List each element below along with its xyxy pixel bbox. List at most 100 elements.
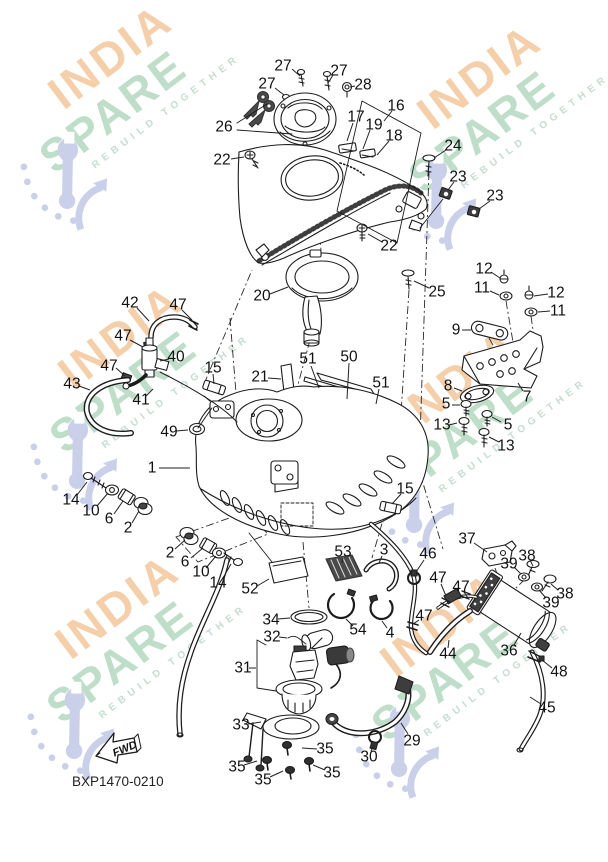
part-number-label: 2 [124, 520, 133, 537]
leader-line [375, 388, 380, 405]
leader-line [256, 578, 270, 587]
plate-8 [459, 384, 495, 404]
leader-line [349, 85, 356, 88]
leader-line [243, 760, 258, 766]
part-number-label: 11 [550, 303, 566, 320]
part-number-label: 23 [486, 188, 503, 205]
part-number-label: 47 [415, 608, 432, 625]
leader-line [529, 559, 534, 567]
pad-53 [325, 554, 363, 582]
part-number-label: 27 [330, 63, 347, 80]
leader-line [529, 696, 542, 705]
leader-line [159, 358, 170, 362]
part-number-label: 2 [166, 545, 175, 562]
part-number-label: 14 [209, 575, 227, 592]
part-number-label: 54 [349, 622, 367, 639]
part-number-label: 35 [323, 765, 340, 782]
part-number-label: 22 [213, 152, 230, 169]
part-number-label: 9 [452, 322, 461, 339]
part-number-label: 33 [232, 717, 249, 734]
part-number-label: 31 [234, 660, 251, 677]
part-number-label: 39 [542, 595, 559, 612]
leader-line [269, 770, 284, 778]
part-number-label: 40 [167, 349, 185, 366]
part-number-label: 15 [396, 481, 413, 498]
part-number-label: 48 [550, 664, 567, 681]
link-plate-9 [470, 320, 509, 341]
part-number-label: 17 [347, 109, 364, 126]
fuel-tank-group [188, 363, 429, 538]
part-number-label: 8 [444, 378, 453, 395]
leader-line [291, 68, 301, 77]
leader-line [113, 500, 124, 515]
part-number-label: 51 [299, 351, 316, 368]
part-number-label: 34 [262, 612, 280, 629]
leader-line [346, 122, 354, 142]
part-number-label: 41 [132, 392, 149, 409]
part-number-label: 3 [380, 542, 389, 559]
leader-line [550, 583, 559, 591]
leader-line [381, 620, 388, 629]
leader-line [212, 373, 215, 385]
leader-line [129, 339, 144, 348]
leader-line [463, 591, 469, 599]
part-number-label: 39 [500, 556, 517, 573]
filler-platform [235, 398, 303, 442]
canister-36 [466, 569, 557, 652]
clamps-47 [440, 590, 471, 608]
leader-line [230, 156, 245, 160]
part-number-label: 45 [538, 700, 555, 717]
leader-line [345, 618, 354, 627]
leader-line [278, 636, 288, 639]
fuel-cap-group [243, 68, 353, 147]
part-number-label: 21 [251, 369, 268, 386]
mount-bracket-group [458, 269, 544, 448]
part-number-label: 10 [82, 503, 100, 520]
part-number-label: 28 [354, 77, 371, 94]
part-number-label: 47 [169, 297, 186, 314]
part-number-label: 13 [497, 438, 514, 455]
nut-23a [438, 186, 453, 200]
part-number-label: 18 [385, 128, 402, 145]
leader-line [115, 367, 126, 377]
fuel-pump-group [176, 554, 414, 780]
leader-line [453, 387, 463, 392]
leader-line [362, 129, 371, 150]
leader-line [541, 659, 553, 669]
part-number-label: 22 [380, 238, 397, 255]
clamp-4 [369, 598, 394, 621]
part-number-label: 27 [258, 76, 275, 93]
diagram-code: BXP1470-0210 [72, 774, 164, 789]
screw-24 [422, 154, 436, 162]
leader-line [267, 377, 282, 380]
nut-23b [466, 205, 481, 218]
leader-line [174, 539, 186, 550]
part-number-label: 11 [474, 280, 490, 297]
part-number-label: 47 [429, 570, 446, 587]
clamp-47a [188, 319, 199, 331]
part-number-label: 13 [433, 417, 450, 434]
part-number-label: 42 [121, 295, 138, 312]
part-number-label: 53 [334, 544, 351, 561]
part-number-label: 1 [148, 460, 157, 477]
leader-line [222, 563, 232, 579]
leader-line [341, 557, 344, 564]
leader-line [269, 286, 289, 295]
part-number-label: 44 [439, 646, 457, 663]
leader-line [175, 429, 189, 432]
part-number-label: 37 [458, 531, 475, 548]
fuel-hose-29 [330, 687, 412, 737]
part-number-label: 35 [316, 741, 333, 758]
hose-elbow [394, 675, 414, 695]
part-number-label: 5 [504, 417, 513, 434]
part-number-label: 19 [365, 117, 382, 134]
part-number-label: 51 [372, 375, 389, 392]
part-number-label: 7 [523, 389, 532, 406]
part-number-label: 38 [518, 548, 535, 565]
part-number-label: 35 [254, 772, 271, 789]
callout-brackets [236, 103, 293, 135]
leader-line [78, 385, 91, 391]
leader-line [491, 416, 502, 423]
screws-35 [261, 740, 315, 780]
